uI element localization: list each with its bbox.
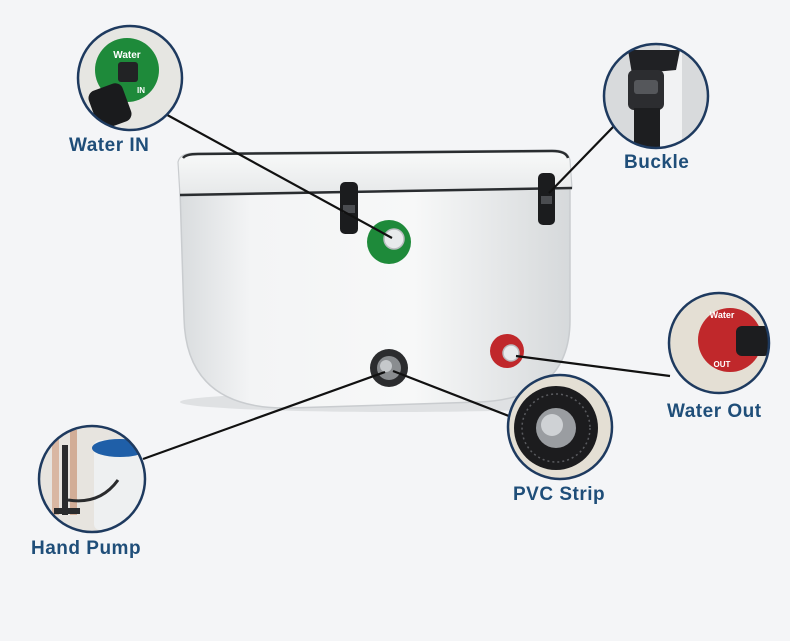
left-buckle-clip bbox=[343, 205, 355, 213]
callout-ring bbox=[76, 24, 184, 132]
callout-ring bbox=[602, 42, 710, 150]
water-out-valve-text: Water bbox=[710, 310, 735, 320]
ice-bath-tub bbox=[177, 149, 610, 412]
label-water-in: Water IN bbox=[69, 135, 150, 156]
leader-water-in bbox=[159, 110, 393, 239]
water-in-valve bbox=[367, 220, 411, 264]
tub-body bbox=[179, 181, 571, 409]
callout-pvc-strip bbox=[506, 373, 614, 481]
callout-ring bbox=[506, 373, 614, 481]
leader-pvc-strip bbox=[392, 369, 515, 420]
right-buckle-clip bbox=[541, 196, 552, 204]
leader-lines bbox=[142, 110, 671, 461]
label-buckle: Buckle bbox=[624, 152, 690, 173]
leader-buckle bbox=[548, 125, 615, 194]
lid-piping-bottom bbox=[179, 186, 573, 197]
leader-hand-pump bbox=[142, 370, 386, 461]
lid-piping-top bbox=[182, 149, 570, 159]
water-out-valve bbox=[490, 334, 524, 368]
label-hand-pump: Hand Pump bbox=[31, 538, 142, 559]
water-in-valve-text-bottom: IN bbox=[137, 86, 145, 95]
air-valve bbox=[370, 349, 408, 387]
callout-water-out: Water OUT bbox=[667, 291, 771, 395]
callout-ring bbox=[37, 424, 147, 534]
callout-hand-pump bbox=[37, 424, 147, 534]
leader-water-out bbox=[515, 354, 671, 378]
label-water-out: Water Out bbox=[667, 401, 762, 422]
water-in-valve-text: Water bbox=[113, 50, 141, 61]
callout-ring bbox=[667, 291, 771, 395]
callout-buckle bbox=[602, 42, 710, 150]
hand-pump-closeup bbox=[62, 445, 68, 515]
callout-water-in: Water IN bbox=[76, 24, 184, 132]
label-pvc-strip: PVC Strip bbox=[513, 484, 606, 505]
water-out-valve-text-bottom: OUT bbox=[714, 360, 731, 369]
